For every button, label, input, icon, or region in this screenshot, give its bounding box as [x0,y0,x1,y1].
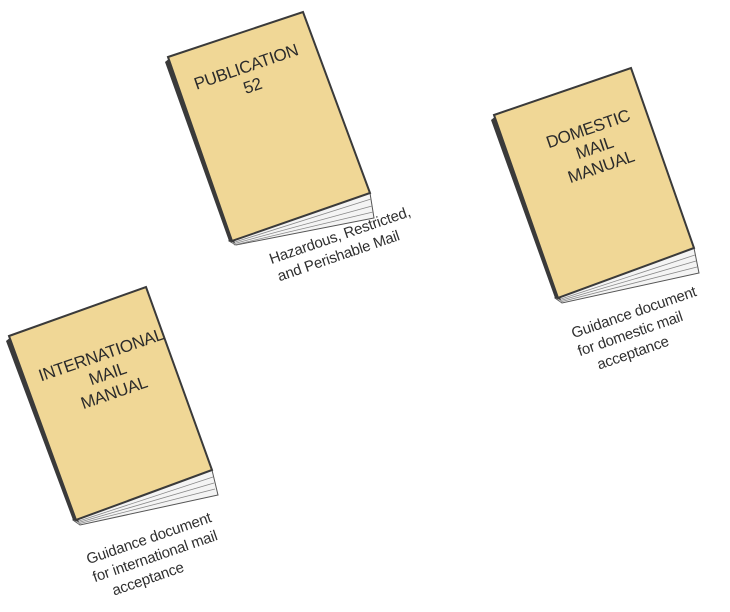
book-publication-52 [165,12,374,245]
